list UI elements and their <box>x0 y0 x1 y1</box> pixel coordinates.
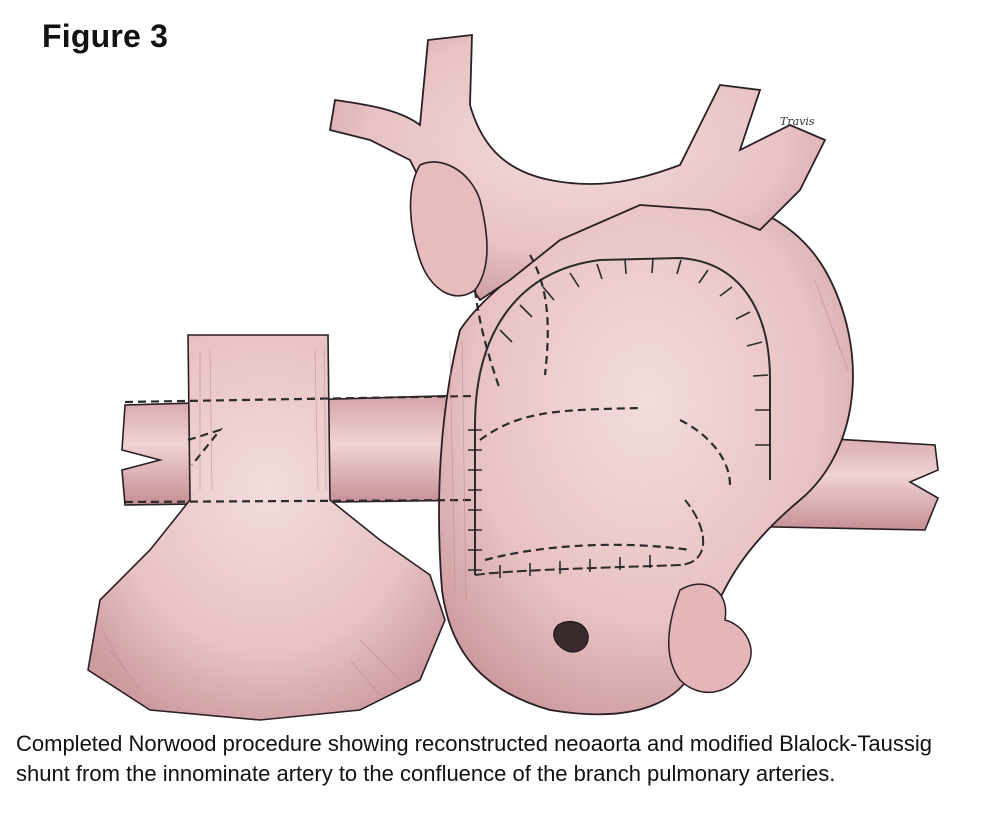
figure-title: Figure 3 <box>42 18 169 54</box>
cross-stitches <box>468 257 770 578</box>
norwood-illustration: Travis <box>87 33 940 721</box>
neoaorta-patch-suture <box>474 256 771 576</box>
shading-hatching <box>101 279 849 696</box>
coronary-ostium <box>553 621 589 653</box>
atrial-appendage <box>668 583 752 694</box>
suture-lines <box>124 254 732 562</box>
figure-caption: Completed Norwood procedure showing reco… <box>16 731 932 786</box>
artist-signature: Travis <box>780 115 815 128</box>
vena-cava <box>87 334 446 721</box>
